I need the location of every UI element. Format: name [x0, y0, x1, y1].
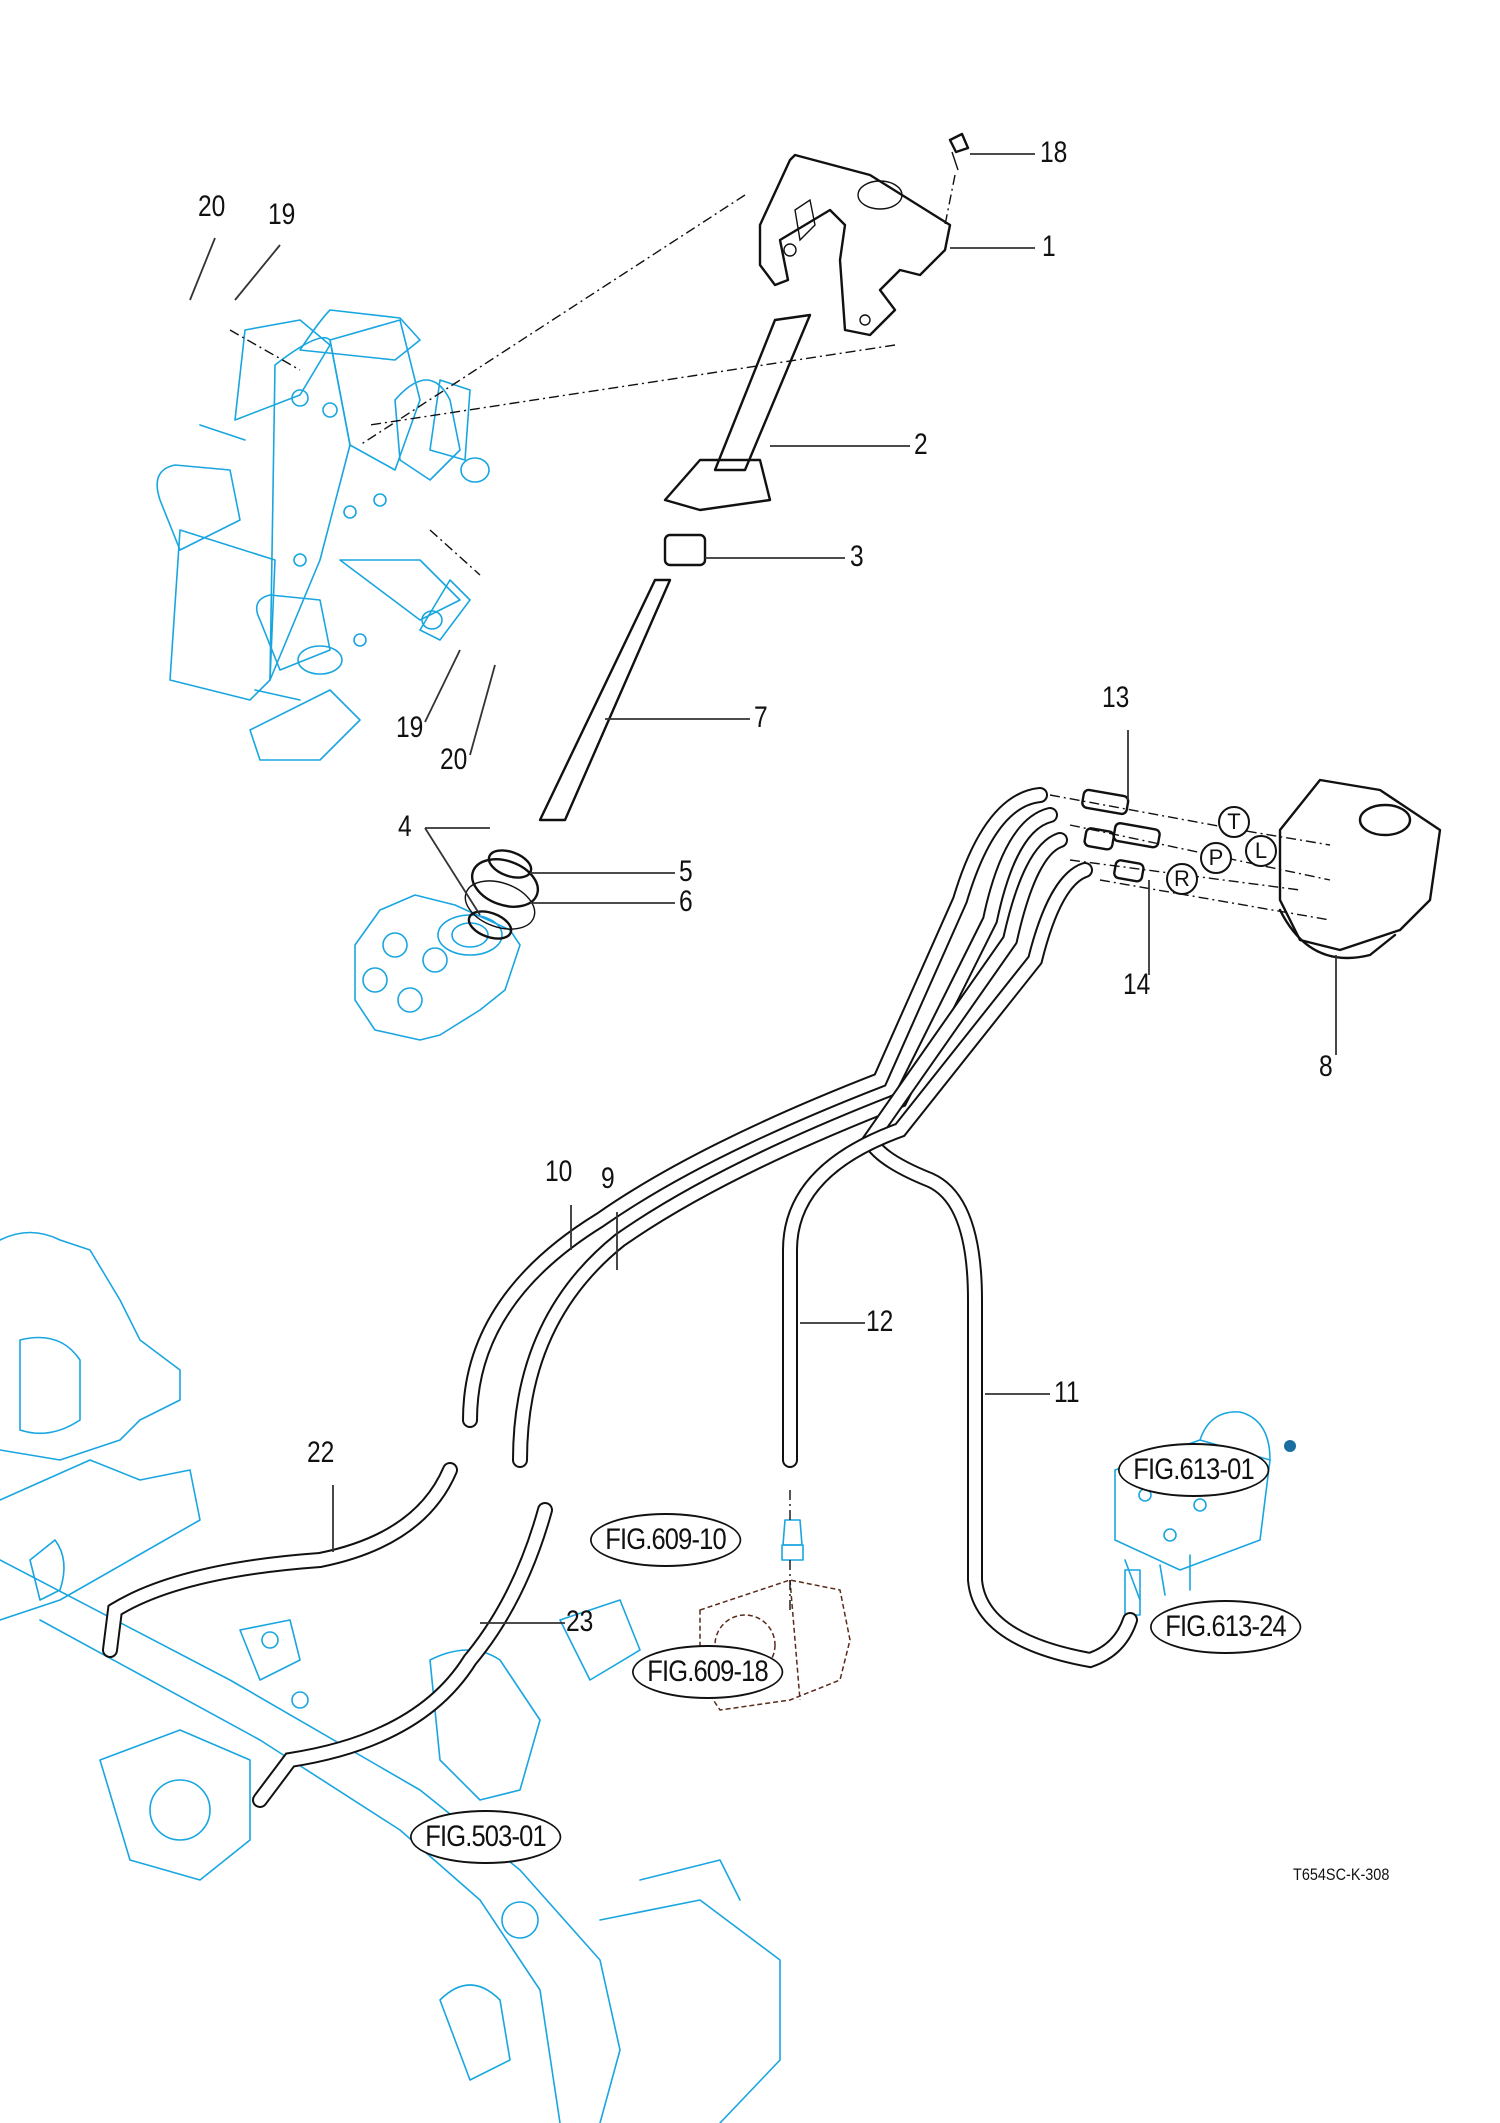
figure-ref-613-24[interactable]: FIG.613-24 — [1150, 1600, 1302, 1654]
callout-7: 7 — [754, 701, 768, 734]
callout-6: 6 — [679, 885, 693, 918]
callout-11: 11 — [1054, 1376, 1080, 1409]
leader-lines — [189, 153, 1337, 1624]
figure-ref-613-01[interactable]: FIG.613-01 — [1118, 1443, 1270, 1497]
port-label-l: L — [1245, 835, 1277, 867]
port-label-t: T — [1218, 806, 1250, 838]
steering-bracket-part-1 — [758, 153, 952, 337]
drawing-code: T654SC-K-308 — [1293, 1865, 1390, 1884]
figure-ref-609-10[interactable]: FIG.609-10 — [590, 1513, 742, 1567]
column-tube-part-2 — [663, 313, 812, 512]
pedal-bracket-reference — [156, 309, 490, 761]
hydraulic-hoses — [102, 787, 1138, 1808]
callout-23: 23 — [566, 1605, 594, 1638]
figure-ref-609-18[interactable]: FIG.609-18 — [632, 1645, 784, 1699]
steering-unit-reference — [354, 894, 521, 1041]
bolt-part-18 — [948, 132, 970, 171]
control-valve-reference — [1114, 1411, 1296, 1616]
callout-12: 12 — [866, 1305, 894, 1338]
bushing-part-3 — [663, 533, 707, 567]
callout-3: 3 — [850, 540, 864, 573]
callout-20-bottom: 20 — [440, 743, 468, 776]
callout-19-top: 19 — [268, 198, 296, 231]
callout-8: 8 — [1319, 1050, 1333, 1083]
front-axle-reference — [0, 1231, 781, 2123]
bearing-and-rings — [464, 849, 540, 940]
fitting-609-10-reference — [781, 1519, 804, 1561]
adapters-13-14 — [1081, 788, 1161, 883]
callout-19-bottom: 19 — [396, 711, 424, 744]
port-label-p: P — [1200, 842, 1232, 874]
callout-1: 1 — [1042, 230, 1056, 263]
callout-10: 10 — [545, 1155, 573, 1188]
callout-18: 18 — [1040, 136, 1068, 169]
callout-14: 14 — [1123, 968, 1151, 1001]
steering-unit-part-8 — [1278, 778, 1442, 960]
callout-20-top: 20 — [198, 190, 226, 223]
callout-5: 5 — [679, 855, 693, 888]
port-label-r: R — [1166, 863, 1198, 895]
callout-4: 4 — [398, 810, 412, 843]
figure-ref-503-01[interactable]: FIG.503-01 — [410, 1810, 562, 1864]
callout-22: 22 — [307, 1436, 335, 1469]
callout-9: 9 — [601, 1162, 615, 1195]
steering-shaft-part-7 — [538, 578, 672, 822]
callout-13: 13 — [1102, 681, 1130, 714]
callout-2: 2 — [914, 428, 928, 461]
assembly-lines — [229, 174, 1331, 1610]
